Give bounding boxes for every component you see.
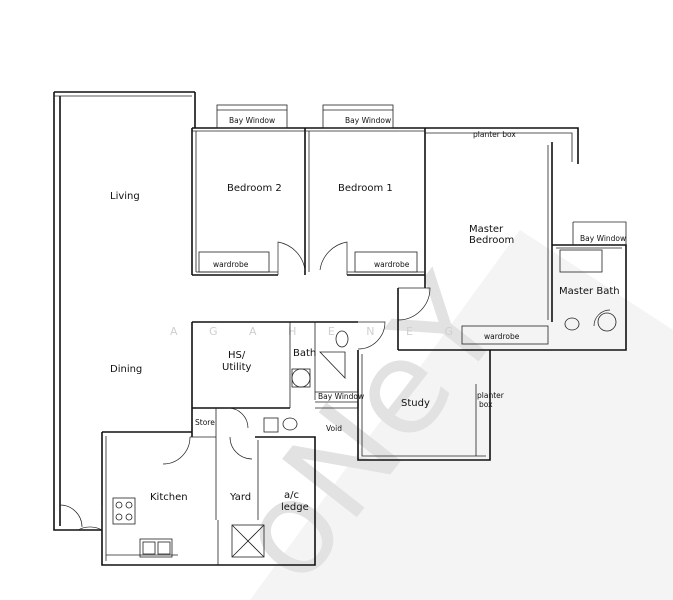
bay-window-label: Bay Window: [345, 116, 391, 125]
planter-box-label-line2: box: [479, 400, 493, 409]
planter-box-study: planter box: [477, 391, 505, 409]
bay-window-label: Bay Window: [229, 116, 275, 125]
bay-window-label: Bay Window: [318, 392, 364, 401]
room-label-hs-line2: Utility: [222, 362, 251, 373]
room-label-master-line1: Master: [469, 224, 504, 235]
bay-window-bath: Bay Window: [318, 392, 364, 401]
bay-window-master-bath: Bay Window: [580, 234, 626, 243]
bay-window-bedroom1: Bay Window: [322, 104, 394, 129]
wardrobe-bedroom1: wardrobe: [354, 251, 418, 273]
kitchen-fixtures: [106, 497, 265, 558]
room-label-master-line2: Bedroom: [469, 235, 514, 246]
room-label-kitchen: Kitchen: [150, 492, 188, 503]
wardrobe-label: wardrobe: [484, 332, 520, 341]
bath-fixtures: [263, 249, 617, 433]
planter-box-label-line1: planter: [477, 391, 505, 400]
room-label-dining: Dining: [110, 364, 142, 375]
room-label-living: Living: [110, 191, 140, 202]
planter-box-master: planter box: [473, 130, 516, 139]
partitions: [192, 128, 425, 276]
room-label-bedroom2: Bedroom 2: [227, 183, 282, 194]
bay-window-label: Bay Window: [580, 234, 626, 243]
wardrobe-label: wardrobe: [374, 260, 410, 269]
room-label-bath: Bath: [293, 348, 316, 359]
planter-box-label: planter box: [473, 130, 516, 139]
bay-window-bedroom2: Bay Window: [216, 104, 288, 129]
room-label-ac-line2: ledge: [281, 502, 309, 513]
wardrobe-master: wardrobe: [461, 325, 549, 345]
room-label-store: Store: [195, 418, 215, 427]
wardrobe-bedroom2: wardrobe: [198, 251, 270, 273]
wardrobe-label: wardrobe: [213, 260, 249, 269]
watermark-band-text: A G A H E N E G: [170, 325, 467, 338]
room-label-ac-line1: a/c: [284, 490, 299, 501]
room-label-yard: Yard: [229, 492, 251, 503]
room-label-void: Void: [326, 424, 342, 433]
room-label-bedroom1: Bedroom 1: [338, 183, 393, 194]
room-label-master-bath: Master Bath: [559, 286, 620, 297]
room-label-hs-line1: HS/: [228, 350, 246, 361]
doors: [59, 241, 611, 531]
watermark: oNeY A G A H E N E G: [170, 230, 673, 600]
room-label-study: Study: [401, 398, 430, 409]
room-labels: Living Dining Bedroom 2 Bedroom 1 Master…: [110, 183, 620, 513]
